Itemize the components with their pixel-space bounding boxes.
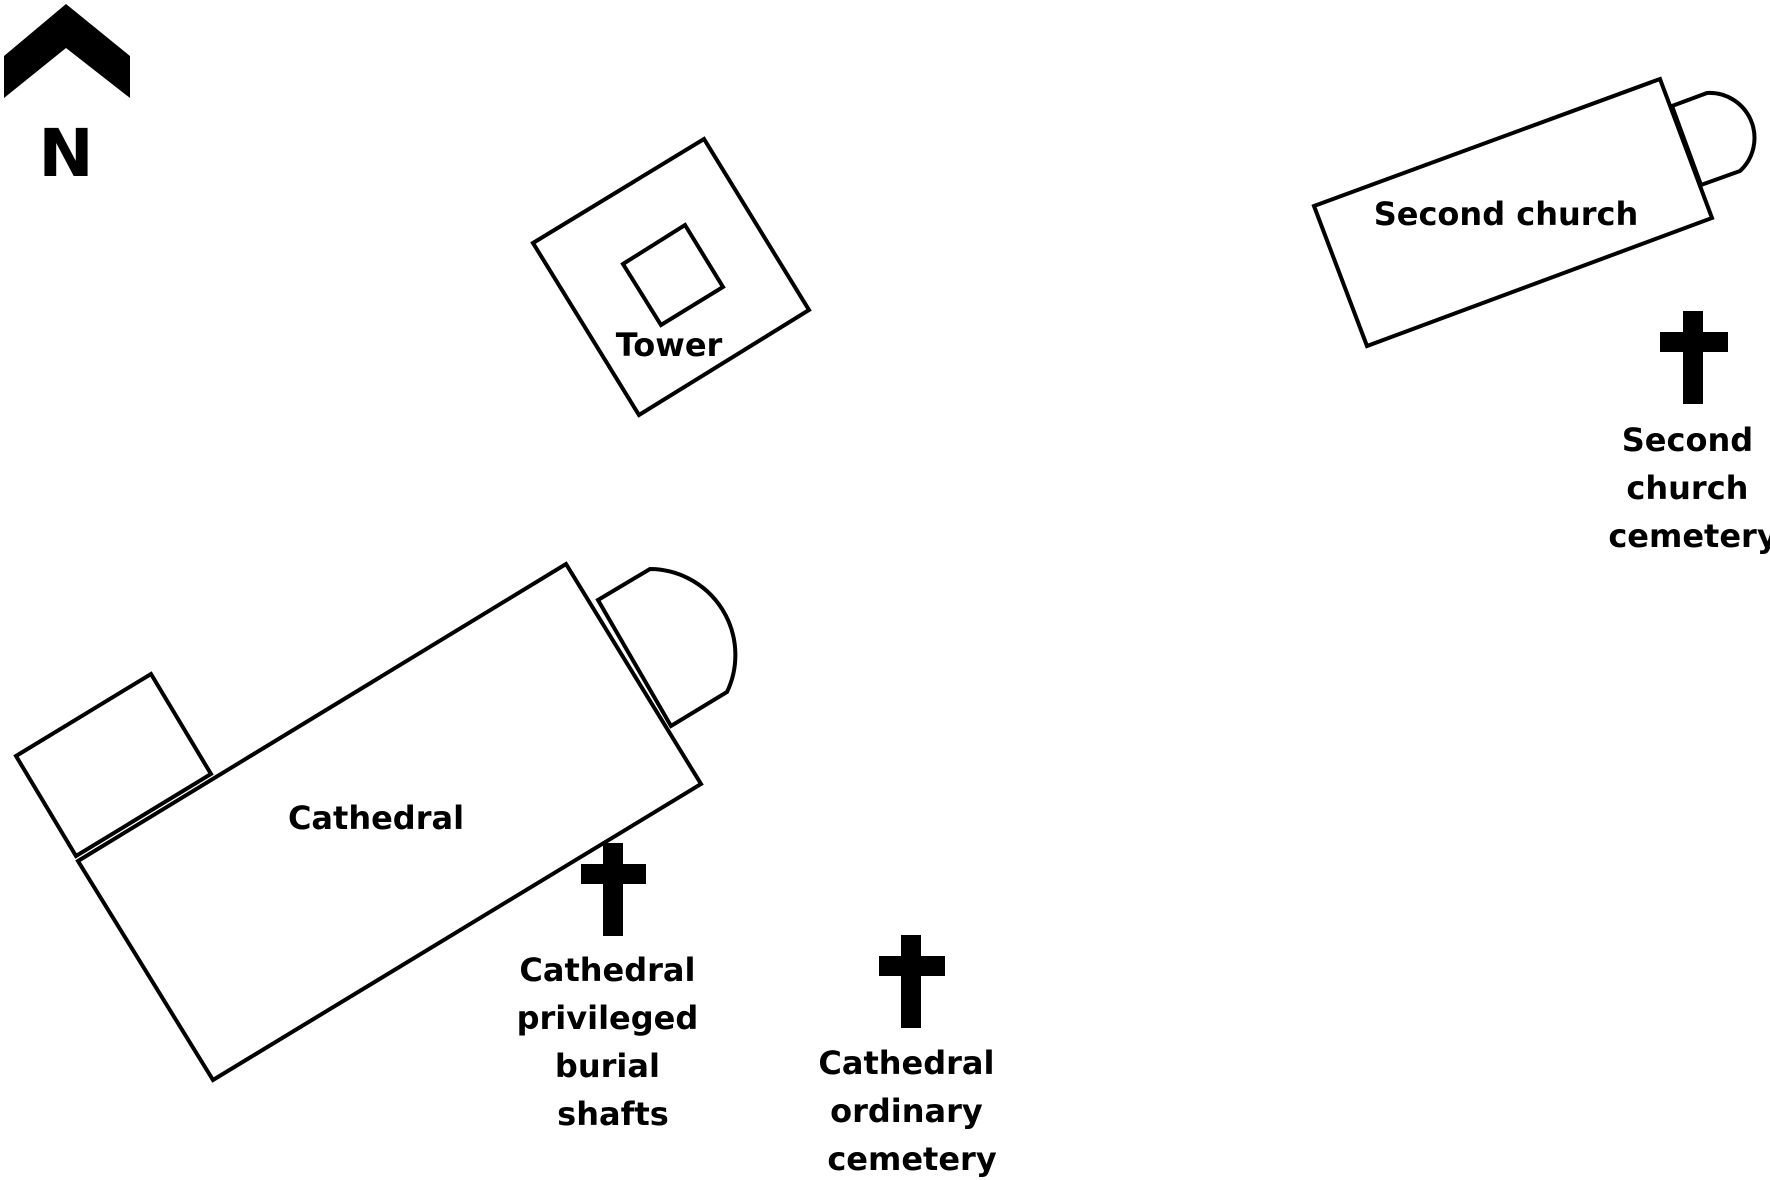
tower-label: Tower — [616, 326, 723, 364]
label-line: privileged — [517, 999, 699, 1037]
second-church-label: Second church — [1374, 195, 1639, 233]
cathedral: Cathedral — [13, 561, 738, 1083]
cathedral-apse — [595, 566, 738, 729]
label-line: Cathedral — [818, 1044, 994, 1082]
cross-icon — [1660, 311, 1728, 404]
label-line: Cathedral — [519, 951, 695, 989]
north-label: N — [38, 115, 93, 192]
tower-outer-outline — [530, 136, 812, 418]
label-line: cemetery — [1608, 517, 1770, 555]
second-church-nave — [1311, 76, 1715, 349]
label-line: cemetery — [827, 1140, 997, 1178]
tower: Tower — [530, 136, 812, 418]
cathedral-ordinary-cemetery: Cathedral ordinary cemetery — [818, 935, 1005, 1178]
second-church-cemetery: Second church cemetery — [1608, 311, 1770, 555]
second-church-apse — [1669, 90, 1757, 188]
north-arrow-icon — [4, 4, 130, 98]
cathedral-ordinary-label: Cathedral ordinary cemetery — [818, 1044, 1005, 1178]
label-line: Second — [1622, 421, 1753, 459]
cathedral-porch — [13, 671, 214, 859]
label-line: church — [1626, 469, 1748, 507]
north-arrow: N — [4, 4, 130, 192]
cross-icon — [879, 935, 945, 1028]
cathedral-privileged-label: Cathedral privileged burial shafts — [517, 951, 710, 1133]
cathedral-privileged-burial-shafts: Cathedral privileged burial shafts — [517, 843, 710, 1133]
second-church-cemetery-label: Second church cemetery — [1608, 421, 1770, 555]
second-church: Second church — [1311, 76, 1757, 349]
label-line: ordinary — [830, 1092, 983, 1130]
cross-icon — [581, 843, 646, 936]
cathedral-label: Cathedral — [288, 799, 464, 837]
label-line: shafts — [557, 1095, 669, 1133]
label-line: burial — [555, 1047, 660, 1085]
tower-inner-square — [620, 222, 726, 328]
cathedral-nave — [75, 561, 704, 1083]
